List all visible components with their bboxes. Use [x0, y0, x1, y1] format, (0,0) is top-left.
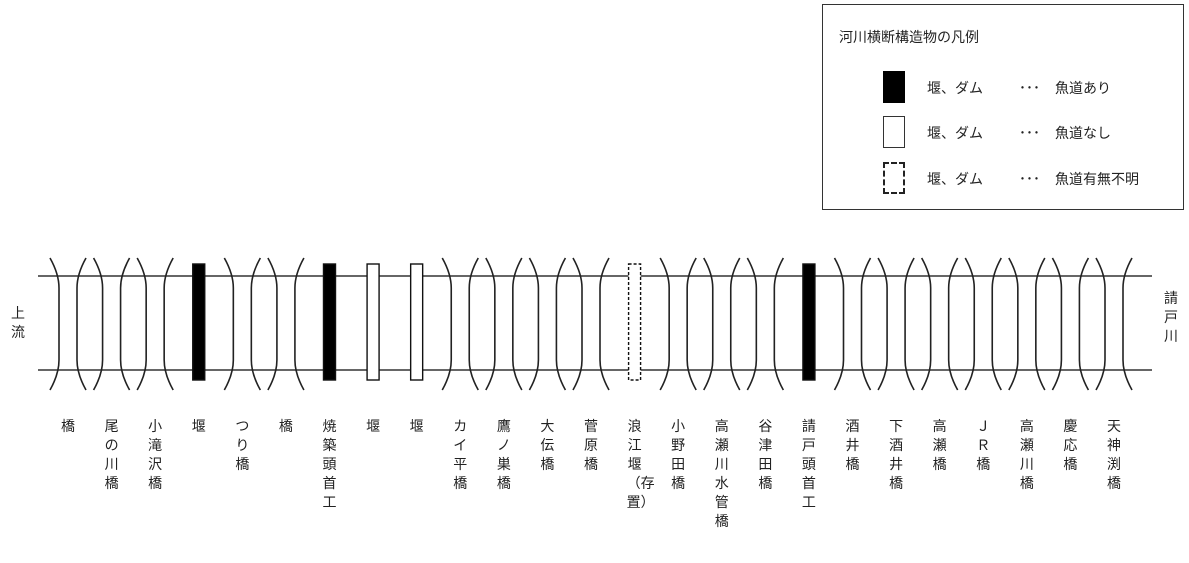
structure-label: 堰: [409, 419, 424, 435]
legend-title: 河川横断構造物の凡例: [839, 30, 979, 46]
weir-with-fishway: [192, 263, 206, 381]
bridge-symbol: [49, 257, 87, 391]
structure-label: 堰: [366, 419, 381, 435]
structure-label: 鷹ノ巣橋: [496, 419, 511, 492]
bridge-symbol: [703, 257, 741, 391]
bridge-symbol: [267, 257, 305, 391]
structure-label: 小滝沢橋: [148, 419, 163, 492]
legend-meaning: 魚道あり: [1055, 81, 1111, 97]
structure-label: 天神渕橋: [1107, 419, 1121, 492]
weir-with-fishway: [322, 263, 337, 381]
legend-dots: ･･･: [1019, 126, 1040, 142]
structure-label: 焼築頭首工: [322, 419, 337, 511]
structures-layer: [49, 257, 1133, 391]
bridge-symbol: [1095, 257, 1133, 391]
bridge-symbol: [528, 257, 567, 391]
unknown-swatch: [883, 162, 905, 194]
no-fishway-swatch: [883, 116, 905, 148]
fishway-swatch: [883, 71, 905, 103]
structure-label: 橋: [278, 419, 293, 435]
legend-meaning: 魚道有無不明: [1055, 172, 1139, 188]
bridge-symbol: [1008, 257, 1046, 391]
legend: 河川横断構造物の凡例 堰、ダム ･･･ 魚道あり 堰、ダム ･･･ 魚道なし 堰…: [822, 4, 1184, 210]
legend-label: 堰、ダム: [927, 126, 983, 142]
bridge-symbol: [441, 257, 479, 391]
bridge-symbol: [833, 257, 872, 391]
legend-meaning: 魚道なし: [1055, 126, 1111, 142]
river-name-label: 請戸川: [1164, 291, 1178, 345]
legend-row-fishway: 堰、ダム ･･･ 魚道あり: [883, 71, 1183, 103]
bridge-symbol: [485, 257, 523, 391]
weir-without-fishway: [409, 263, 424, 381]
structure-label: 下酒井橋: [889, 419, 904, 492]
structure-label: 酒井橋: [845, 419, 860, 473]
bridge-symbol: [659, 257, 697, 391]
structure-label: 堰: [191, 419, 206, 435]
bridge-symbol: [136, 257, 174, 391]
structure-label: 小野田橋: [671, 419, 686, 492]
bridge-symbol: [1051, 257, 1090, 391]
structure-label: 高瀬川水管橋: [714, 419, 729, 530]
structure-label: カイ平橋: [453, 419, 468, 492]
bridge-symbol: [964, 257, 1002, 391]
legend-row-unknown: 堰、ダム ･･･ 魚道有無不明: [883, 162, 1183, 194]
structure-label: 慶応橋: [1063, 419, 1078, 473]
legend-label: 堰、ダム: [927, 172, 983, 188]
structure-label: 菅原橋: [584, 419, 598, 473]
structure-label: 高瀬川橋: [1019, 419, 1034, 492]
weir-with-fishway: [802, 263, 816, 381]
legend-dots: ･･･: [1019, 172, 1040, 188]
weir-fishway-unknown: [627, 263, 642, 381]
structure-label: 請戸頭首工: [801, 419, 816, 511]
structure-label: 尾の川橋: [104, 419, 119, 492]
legend-label: 堰、ダム: [927, 81, 983, 97]
bridge-symbol: [877, 257, 915, 391]
bridge-symbol: [223, 257, 262, 391]
structure-label: 谷津田橋: [758, 419, 773, 492]
legend-row-no-fishway: 堰、ダム ･･･ 魚道なし: [883, 116, 1183, 148]
upstream-label: 上流: [11, 306, 25, 341]
structure-label: ＪＲ橋: [976, 419, 991, 473]
bridge-symbol: [920, 257, 959, 391]
structure-label: つり橋: [235, 419, 250, 473]
structure-label: 橋: [61, 419, 75, 435]
bridge-symbol: [746, 257, 785, 391]
bridge-symbol: [572, 257, 610, 391]
structure-label: 高瀬橋: [932, 419, 947, 473]
bridge-symbol: [92, 257, 131, 391]
legend-dots: ･･･: [1019, 81, 1040, 97]
weir-without-fishway: [366, 263, 380, 381]
structure-label: 大伝橋: [540, 419, 555, 473]
structure-label: 浪江堰（存置）: [626, 419, 655, 511]
